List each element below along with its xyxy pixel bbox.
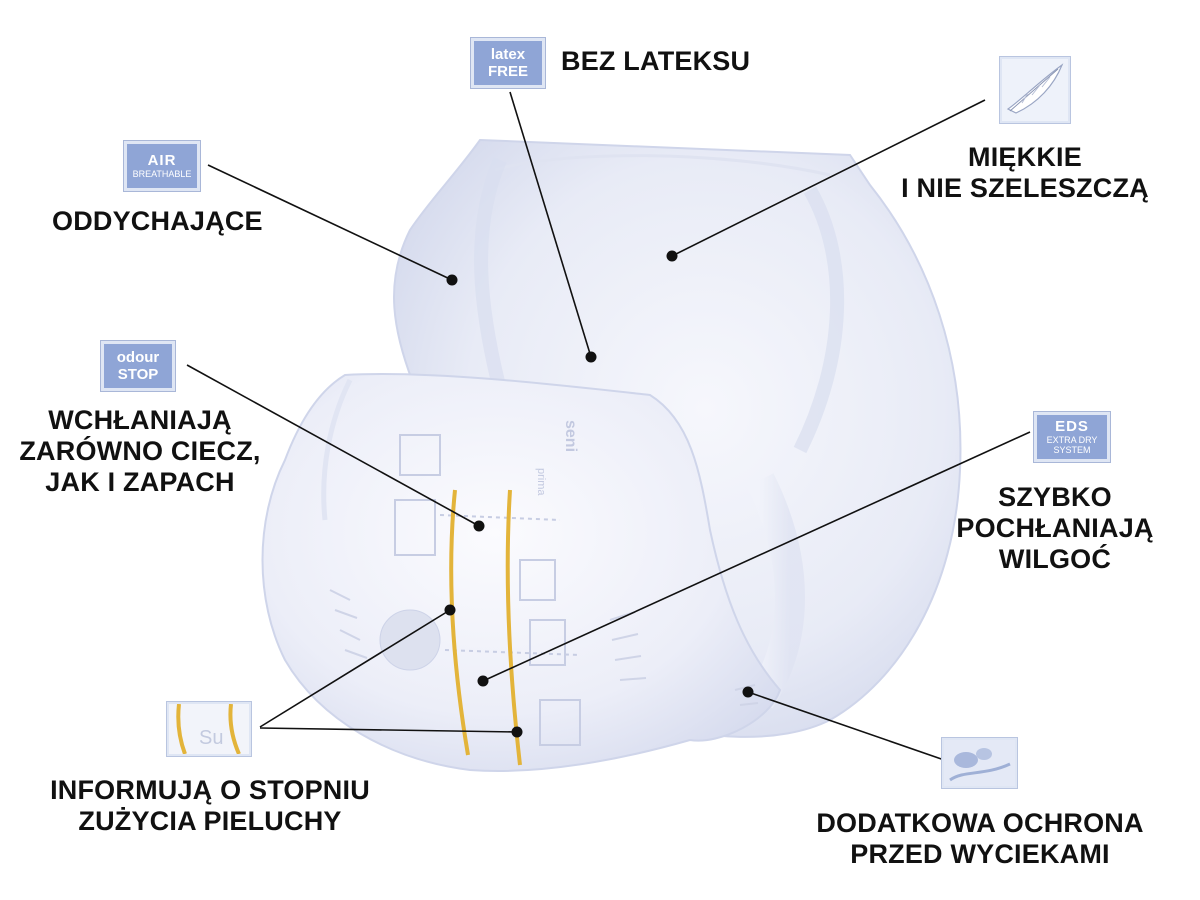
feather-icon [999,56,1071,124]
air-breathable-badge: AIR BREATHABLE [123,140,201,192]
diaper-front-panel [261,373,782,772]
textured-patch [379,609,441,671]
eds-badge: EDS EXTRA DRY SYSTEM [1033,411,1111,463]
product-brand: seni [562,420,579,452]
product-print-text: seni prima [535,420,579,496]
feature-quick-dry: SZYBKO POCHŁANIAJĄ WILGOĆ [956,482,1154,574]
leader-lines [186,91,1031,763]
feature-soft: MIĘKKIE I NIE SZELESZCZĄ [901,142,1149,203]
feature-wetness-indicator: INFORMUJĄ O STOPNIU ZUŻYCIA PIELUCHY [50,775,370,836]
odour-stop-badge: odour STOP [100,340,176,392]
leader-dots [444,250,754,738]
product-variant: prima [535,468,547,496]
indicator-line-left [449,489,470,756]
feature-latex-free: BEZ LATEKSU [561,46,751,76]
feature-breathable: ODDYCHAJĄCE [52,206,263,236]
leak-guard-icon [941,737,1018,789]
latex-free-badge: latex FREE [470,37,546,89]
print-pictograms [394,434,581,746]
feature-leak-guard: DODATKOWA OCHRONA PRZED WYCIEKAMI [816,808,1144,869]
leg-cuff-ruffles [329,589,759,706]
indicator-line-right [505,489,522,766]
feature-odour-absorb: WCHŁANIAJĄ ZARÓWNO CIECZ, JAK I ZAPACH [19,405,261,497]
svg-text:Su: Su [199,727,223,749]
wetness-indicator-icon: Su [166,701,252,757]
